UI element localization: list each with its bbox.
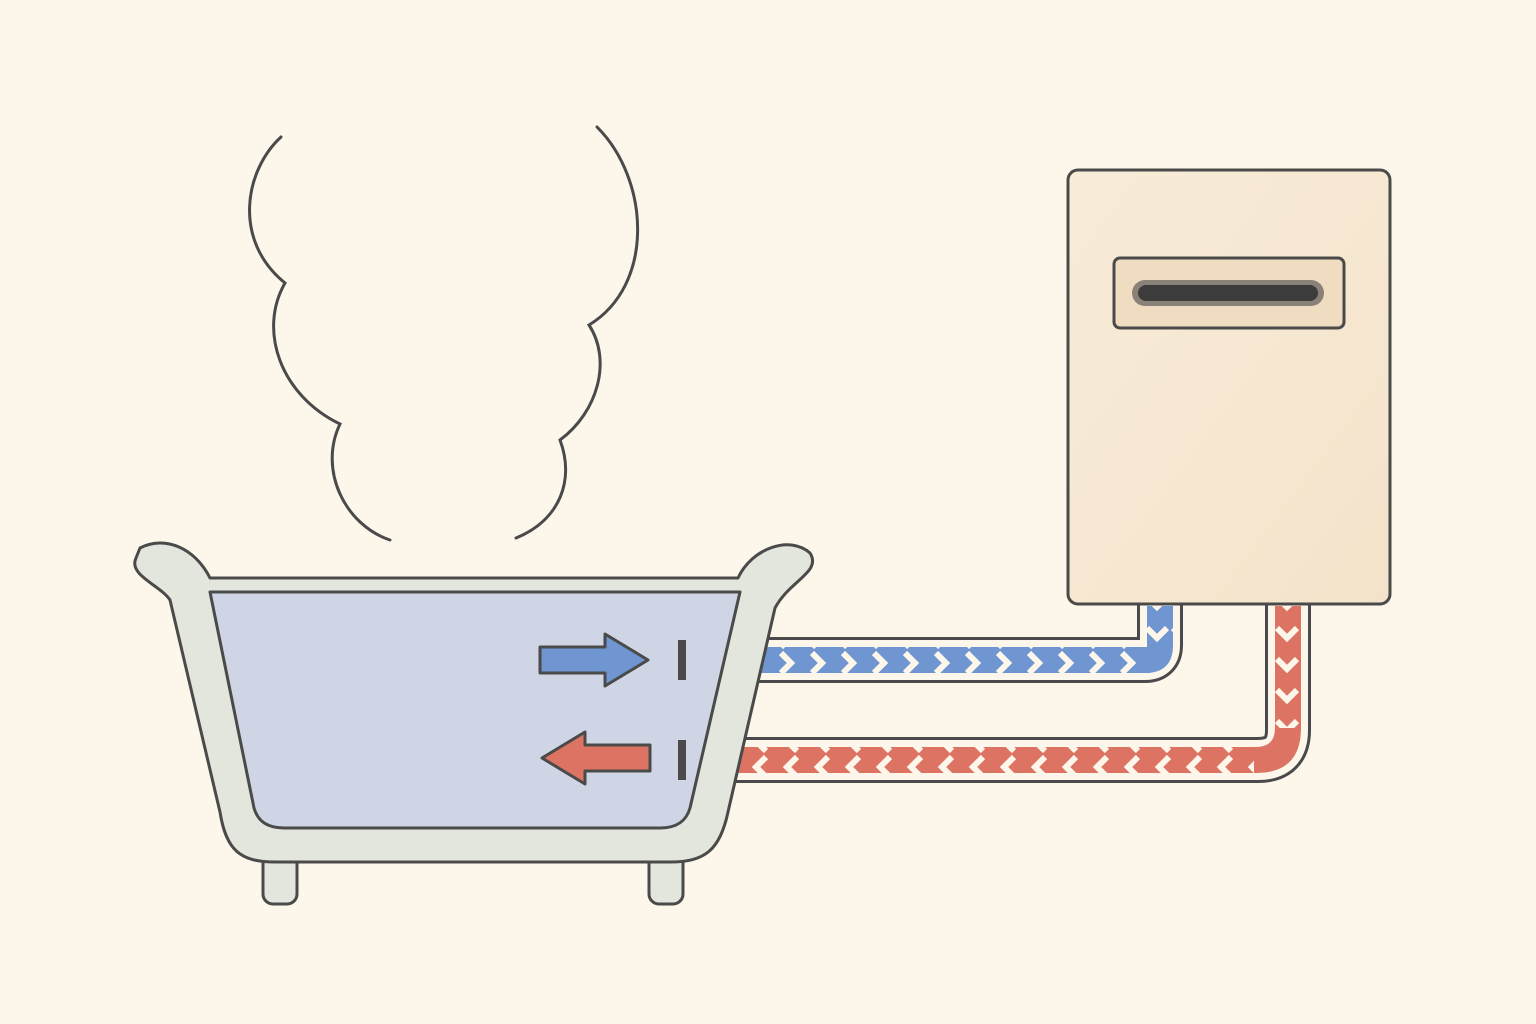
- steam-icon: [248, 125, 640, 542]
- supply-pipe: [680, 604, 1183, 683]
- bathtub: [133, 541, 814, 906]
- heater-body: [1066, 168, 1392, 606]
- arrow-right-icon: [538, 632, 650, 688]
- return-pipe: [680, 604, 1311, 783]
- water-heater: [1066, 168, 1392, 606]
- tub-water: [208, 590, 742, 830]
- arrow-left-icon: [540, 730, 652, 786]
